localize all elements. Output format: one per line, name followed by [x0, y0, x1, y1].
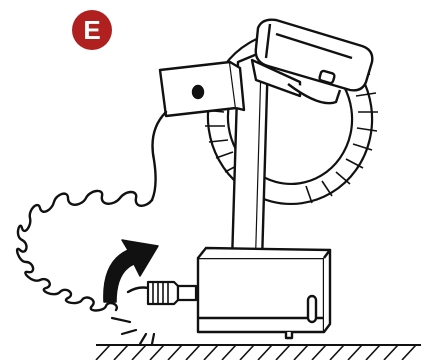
coiled-cable-icon [17, 112, 166, 311]
connector-plug-icon [148, 282, 196, 304]
step-badge: E [72, 10, 112, 50]
floor-hatch-icon [96, 345, 421, 360]
click-burst-icon [112, 318, 154, 344]
